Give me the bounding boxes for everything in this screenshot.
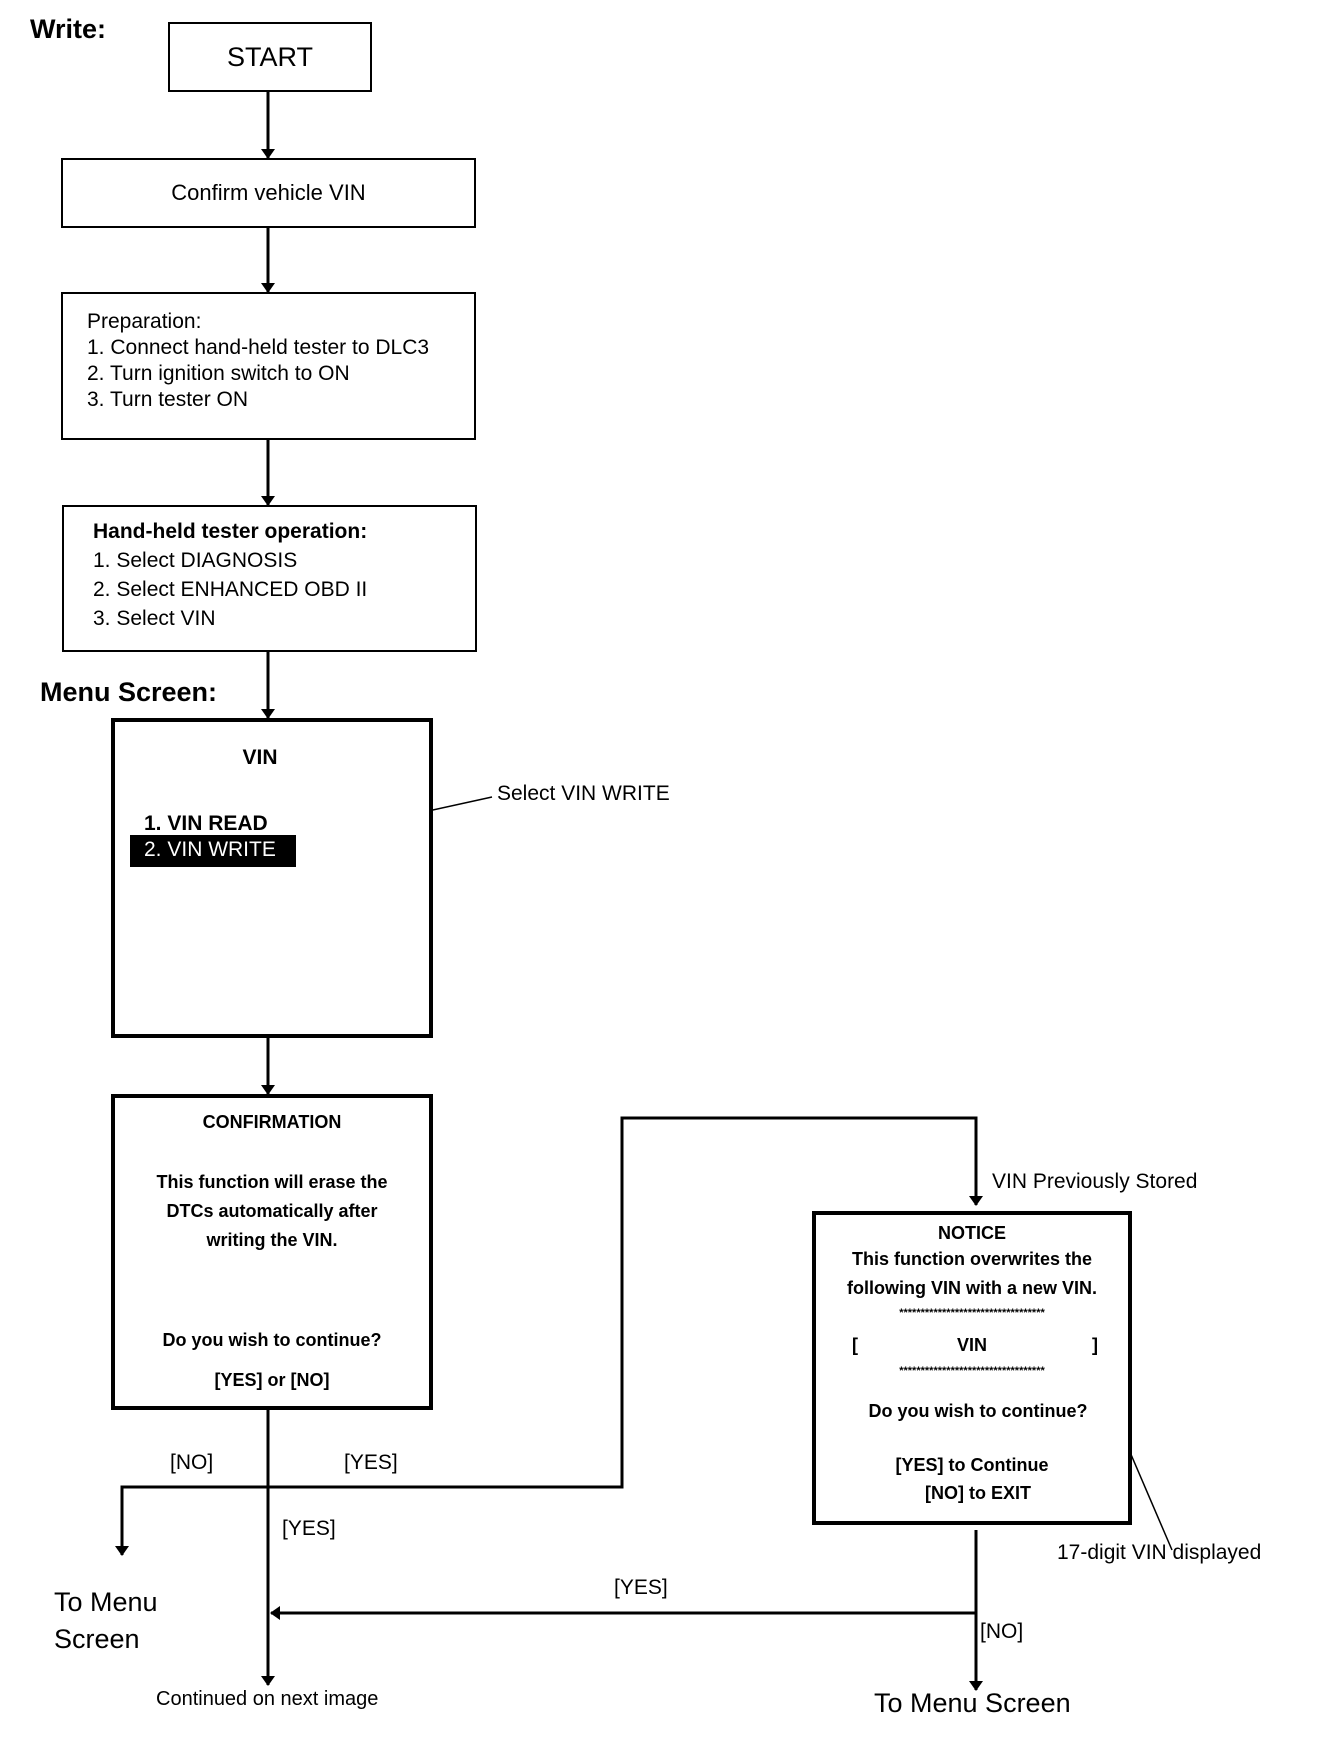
notice-vin: VIN	[956, 1335, 987, 1355]
confirmation-line-1: This function will erase the	[156, 1172, 388, 1192]
tester-operation-step-1: 1. Select DIAGNOSIS	[93, 549, 298, 572]
preparation-title: Preparation:	[87, 310, 202, 333]
tester-operation-box: Hand-held tester operation: 1. Select DI…	[62, 505, 477, 652]
start-label: START	[226, 42, 313, 72]
label-yes-branch: [YES]	[344, 1451, 398, 1474]
start-box: START	[168, 22, 372, 92]
confirmation-options: [YES] or [NO]	[214, 1370, 330, 1390]
notice-no-option: [NO] to EXIT	[925, 1483, 1031, 1503]
menu-item-vin-write-highlight	[130, 835, 296, 867]
menu-item-vin-read: 1. VIN READ	[144, 812, 268, 835]
confirm-vin-label: Confirm vehicle VIN	[171, 180, 366, 205]
to-menu-screen-right: To Menu Screen	[874, 1688, 1071, 1718]
menu-screen-box: VIN 1. VIN READ 2. VIN WRITE	[111, 718, 433, 1038]
label-17-digit-vin: 17-digit VIN displayed	[1057, 1541, 1262, 1564]
label-vin-previously-stored: VIN Previously Stored	[992, 1170, 1198, 1193]
preparation-step-3: 3. Turn tester ON	[87, 388, 249, 411]
label-no-left: [NO]	[170, 1451, 214, 1474]
to-menu-screen-left-line-1: To Menu	[54, 1587, 158, 1617]
label-yes-down: [YES]	[282, 1517, 336, 1540]
notice-line-1: This function overwrites the	[851, 1249, 1093, 1269]
notice-yes-option: [YES] to Continue	[895, 1455, 1049, 1475]
notice-line-2: following VIN with a new VIN.	[846, 1278, 1097, 1298]
confirmation-question: Do you wish to continue?	[162, 1330, 382, 1350]
confirmation-line-3: writing the VIN.	[206, 1230, 338, 1250]
preparation-step-2: 2. Turn ignition switch to ON	[87, 362, 350, 385]
preparation-step-1: 1. Connect hand-held tester to DLC3	[87, 336, 430, 359]
tester-operation-step-2: 2. Select ENHANCED OBD II	[93, 578, 368, 601]
confirmation-line-2: DTCs automatically after	[166, 1201, 378, 1221]
notice-stars-bottom: **********************************	[899, 1365, 1045, 1377]
to-menu-screen-left-line-2: Screen	[54, 1624, 140, 1654]
heading-write: Write:	[30, 14, 107, 44]
notice-box: NOTICE This function overwrites the foll…	[812, 1211, 1132, 1525]
continued-on-next-image: Continued on next image	[156, 1688, 379, 1710]
confirm-vin-box: Confirm vehicle VIN	[61, 158, 476, 228]
label-yes-return: [YES]	[614, 1576, 668, 1599]
menu-item-vin-write: 2. VIN WRITE	[144, 838, 276, 861]
heading-menu-screen: Menu Screen:	[40, 677, 218, 707]
tester-operation-title: Hand-held tester operation:	[93, 520, 368, 543]
confirmation-title: CONFIRMATION	[202, 1112, 342, 1132]
notice-bracket-open: [	[852, 1335, 858, 1355]
notice-stars-top: **********************************	[899, 1307, 1045, 1319]
tester-operation-step-3: 3. Select VIN	[93, 607, 216, 630]
arrow-no-to-menu-left	[115, 1485, 268, 1556]
notice-bracket-close: ]	[1092, 1335, 1098, 1355]
notice-title: NOTICE	[937, 1223, 1006, 1243]
notice-question: Do you wish to continue?	[868, 1401, 1088, 1421]
label-no-right: [NO]	[980, 1620, 1024, 1643]
preparation-box: Preparation: 1. Connect hand-held tester…	[61, 292, 476, 440]
arrow-yes-to-notice	[268, 1116, 983, 1489]
confirmation-box: CONFIRMATION This function will erase th…	[111, 1094, 433, 1410]
callout-select-vin-write: Select VIN WRITE	[497, 782, 670, 805]
menu-screen-title: VIN	[242, 746, 278, 769]
